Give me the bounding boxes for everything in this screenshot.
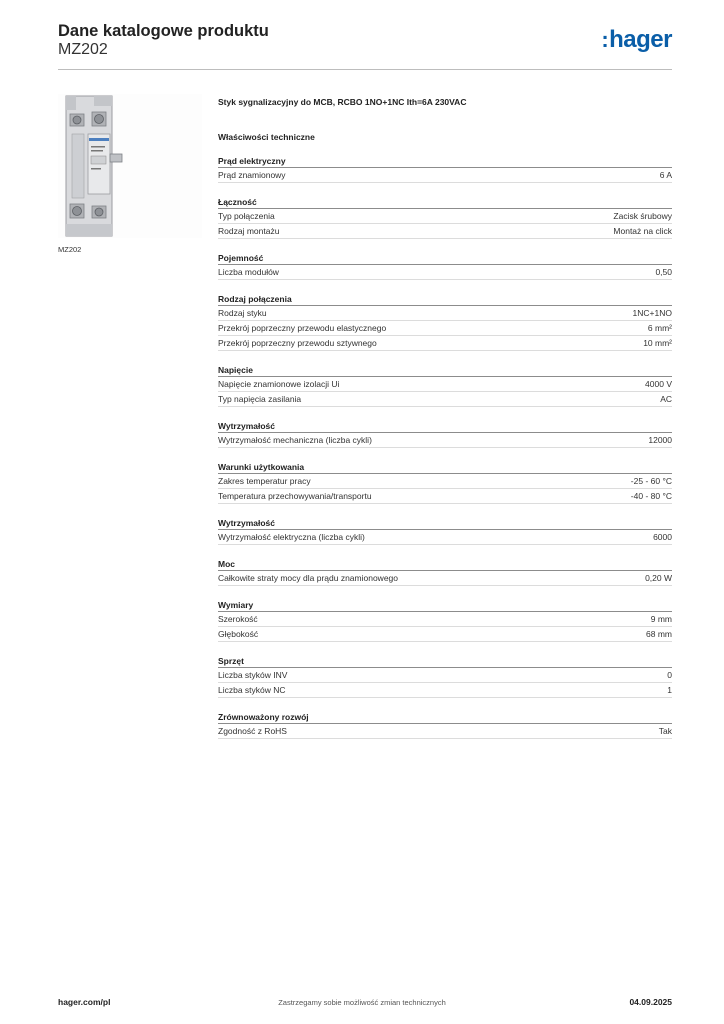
spec-label: Zgodność z RoHS: [218, 726, 287, 736]
footer-website: hager.com/pl: [58, 997, 111, 1007]
section-title: Moc: [218, 558, 672, 571]
spec-value: 6000: [653, 532, 672, 542]
spec-label: Temperatura przechowywania/transportu: [218, 491, 372, 501]
spec-row: Typ napięcia zasilania AC: [218, 392, 672, 407]
hager-logo: :hager: [601, 26, 672, 54]
spec-row: Przekrój poprzeczny przewodu elastyczneg…: [218, 321, 672, 336]
page-header: Dane katalogowe produktu MZ202 :hager: [58, 20, 672, 68]
spec-value: 0,20 W: [645, 573, 672, 583]
spec-row: Zakres temperatur pracy -25 - 60 °C: [218, 474, 672, 489]
spec-row: Zgodność z RoHS Tak: [218, 724, 672, 739]
footer-date: 04.09.2025: [629, 997, 672, 1007]
spec-label: Prąd znamionowy: [218, 170, 286, 180]
spec-value: 1: [667, 685, 672, 695]
section-title: Wymiary: [218, 599, 672, 612]
section-title: Prąd elektryczny: [218, 155, 672, 168]
spec-row: Szerokość 9 mm: [218, 612, 672, 627]
spec-label: Typ napięcia zasilania: [218, 394, 302, 404]
section-title: Łączność: [218, 196, 672, 209]
spec-label: Liczba modułów: [218, 267, 279, 277]
spec-row: Całkowite straty mocy dla prądu znamiono…: [218, 571, 672, 586]
spec-row: Prąd znamionowy 6 A: [218, 168, 672, 183]
spec-row: Liczba modułów 0,50: [218, 265, 672, 280]
spec-row: Napięcie znamionowe izolacji Ui 4000 V: [218, 377, 672, 392]
spec-label: Zakres temperatur pracy: [218, 476, 311, 486]
spec-row: Typ połączenia Zacisk śrubowy: [218, 209, 672, 224]
spec-row: Wytrzymałość mechaniczna (liczba cykli) 1…: [218, 433, 672, 448]
document-title: Dane katalogowe produktu: [58, 22, 269, 40]
spec-row: Temperatura przechowywania/transportu -40…: [218, 489, 672, 504]
spec-label: Całkowite straty mocy dla prądu znamiono…: [218, 573, 399, 583]
spec-row: Wytrzymałość elektryczna (liczba cykli) 6…: [218, 530, 672, 545]
spec-value: 68 mm: [646, 629, 672, 639]
spec-label: Typ połączenia: [218, 211, 275, 221]
spec-value: 1NC+1NO: [632, 308, 672, 318]
section-title: Warunki użytkowania: [218, 461, 672, 474]
spec-value: 0,50: [655, 267, 672, 277]
technical-properties-heading: Właściwości techniczne: [218, 132, 315, 142]
spec-row: Rodzaj montażu Montaż na click: [218, 224, 672, 239]
product-specifications: Styk sygnalizacyjny do MCB, RCBO 1NO+1NC…: [218, 96, 672, 739]
spec-label: Przekrój poprzeczny przewodu sztywnego: [218, 338, 377, 348]
spec-value: 9 mm: [650, 614, 672, 624]
spec-label: Rodzaj montażu: [218, 226, 280, 236]
spec-value: 4000 V: [645, 379, 672, 389]
spec-value: 10 mm²: [643, 338, 672, 348]
spec-label: Wytrzymałość mechaniczna (liczba cykli): [218, 435, 372, 445]
spec-label: Napięcie znamionowe izolacji Ui: [218, 379, 340, 389]
spec-label: Rodzaj styku: [218, 308, 267, 318]
section-title: Pojemność: [218, 252, 672, 265]
spec-label: Liczba styków NC: [218, 685, 286, 695]
spec-row: Liczba styków NC 1: [218, 683, 672, 698]
spec-row: Rodzaj styku 1NC+1NO: [218, 306, 672, 321]
spec-value: 6 mm²: [647, 323, 672, 333]
spec-label: Wytrzymałość elektryczna (liczba cykli): [218, 532, 365, 542]
spec-value: 12000: [648, 435, 672, 445]
section-title: Rodzaj połączenia: [218, 293, 672, 306]
section-title: Napięcie: [218, 364, 672, 377]
section-title: Zrównoważony rozwój: [218, 711, 672, 724]
spec-value: Zacisk śrubowy: [613, 211, 672, 221]
spec-value: 0: [667, 670, 672, 680]
footer-notice: Zastrzegamy sobie możliwość zmian techni…: [278, 998, 446, 1007]
spec-label: Szerokość: [218, 614, 258, 624]
spec-value: -40 - 80 °C: [630, 491, 672, 501]
spec-label: Głębokość: [218, 629, 259, 639]
spec-row: Liczba styków INV 0: [218, 668, 672, 683]
product-image: [58, 94, 202, 238]
product-description: Styk sygnalizacyjny do MCB, RCBO 1NO+1NC…: [218, 97, 467, 107]
spec-value: Montaż na click: [613, 226, 672, 236]
product-code: MZ202: [58, 41, 108, 58]
logo-dots-icon: :: [601, 27, 609, 52]
spec-row: Głębokość 68 mm: [218, 627, 672, 642]
header-divider: [58, 69, 672, 70]
spec-value: Tak: [658, 726, 672, 736]
section-title: Sprzęt: [218, 655, 672, 668]
spec-value: -25 - 60 °C: [630, 476, 672, 486]
section-title: Wytrzymałość: [218, 517, 672, 530]
spec-label: Przekrój poprzeczny przewodu elastyczneg…: [218, 323, 387, 333]
section-title: Wytrzymałość: [218, 420, 672, 433]
spec-row: Przekrój poprzeczny przewodu sztywnego 10…: [218, 336, 672, 351]
product-photo-icon: [65, 95, 123, 237]
spec-label: Liczba styków INV: [218, 670, 288, 680]
image-caption: MZ202: [58, 245, 82, 254]
spec-value: AC: [660, 394, 672, 404]
logo-text: hager: [609, 26, 672, 53]
spec-value: 6 A: [659, 170, 672, 180]
